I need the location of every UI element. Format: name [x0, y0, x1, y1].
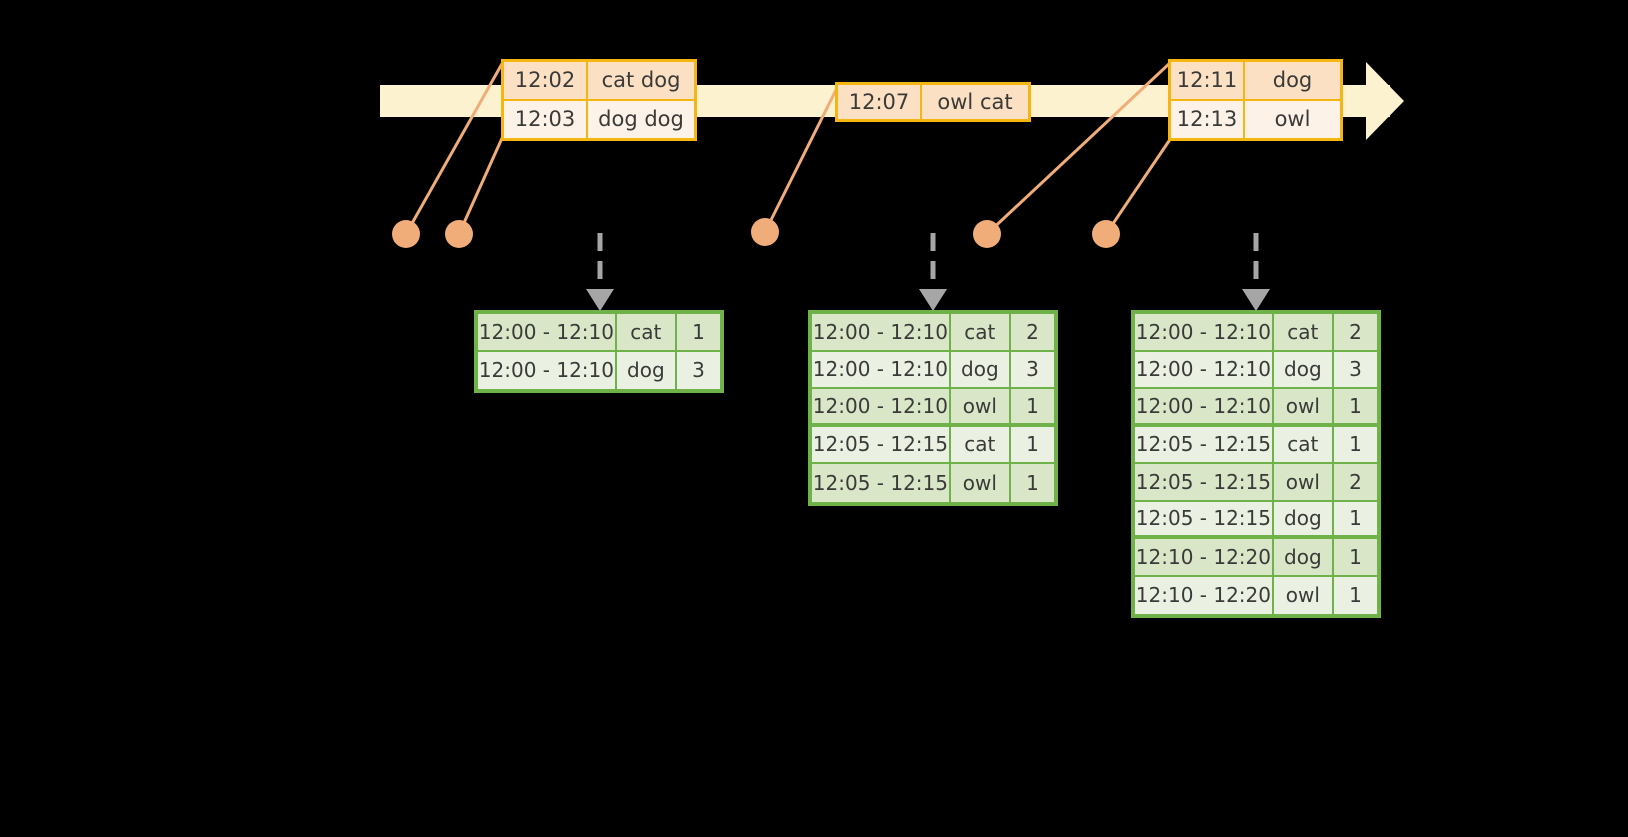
word-cell: dog — [950, 351, 1011, 389]
count-cell: 3 — [1333, 351, 1377, 389]
event-words: dog — [1245, 62, 1340, 99]
table-row[interactable]: 12:05 - 12:15 cat 1 — [812, 426, 1054, 464]
count-cell: 1 — [1010, 426, 1054, 464]
count-cell: 3 — [676, 351, 720, 389]
table-row[interactable]: 12:00 - 12:10 cat 1 — [478, 314, 720, 352]
event-words: owl cat — [922, 85, 1028, 119]
event-words: cat dog — [588, 62, 694, 99]
event-row[interactable]: 12:07 owl cat — [838, 85, 1028, 119]
window-cell: 12:00 - 12:10 — [812, 314, 951, 352]
word-cell: owl — [1273, 389, 1334, 427]
timeline-arrowhead — [1366, 62, 1404, 140]
count-cell: 1 — [1333, 539, 1377, 577]
word-cell: cat — [950, 426, 1011, 464]
table-row[interactable]: 12:10 - 12:20 owl 1 — [1135, 576, 1377, 614]
event-words: dog dog — [588, 101, 694, 138]
count-cell: 1 — [1333, 389, 1377, 427]
window-cell: 12:05 - 12:15 — [1135, 426, 1274, 464]
event-time: 12:13 — [1171, 101, 1245, 138]
result-table-3[interactable]: 12:00 - 12:10 cat 2 12:00 - 12:10 dog 3 … — [1131, 310, 1381, 618]
event-row[interactable]: 12:13 owl — [1171, 99, 1340, 138]
window-cell: 12:05 - 12:15 — [1135, 501, 1274, 539]
emit-arrowheads — [586, 289, 1270, 311]
result-table-2[interactable]: 12:00 - 12:10 cat 2 12:00 - 12:10 dog 3 … — [808, 310, 1058, 506]
event-time: 12:11 — [1171, 62, 1245, 99]
word-cell: dog — [1273, 539, 1334, 577]
table-row[interactable]: 12:00 - 12:10 owl 1 — [812, 389, 1054, 427]
window-cell: 12:05 - 12:15 — [1135, 464, 1274, 502]
event-row[interactable]: 12:03 dog dog — [504, 99, 694, 138]
window-cell: 12:10 - 12:20 — [1135, 539, 1274, 577]
count-cell: 1 — [1333, 576, 1377, 614]
table-row[interactable]: 12:05 - 12:15 dog 1 — [1135, 501, 1377, 539]
event-group-3[interactable]: 12:11 dog 12:13 owl — [1168, 59, 1343, 141]
table-row[interactable]: 12:00 - 12:10 dog 3 — [478, 351, 720, 389]
window-cell: 12:00 - 12:10 — [1135, 351, 1274, 389]
window-cell: 12:00 - 12:10 — [1135, 314, 1274, 352]
word-cell: dog — [616, 351, 677, 389]
table-row[interactable]: 12:00 - 12:10 cat 2 — [812, 314, 1054, 352]
count-cell: 1 — [1010, 389, 1054, 427]
count-cell: 1 — [1333, 426, 1377, 464]
word-cell: dog — [1273, 501, 1334, 539]
event-time: 12:02 — [504, 62, 588, 99]
window-cell: 12:00 - 12:10 — [812, 389, 951, 427]
event-row[interactable]: 12:11 dog — [1171, 62, 1340, 99]
event-words: owl — [1245, 101, 1340, 138]
event-marker-12-07 — [751, 218, 779, 246]
event-row[interactable]: 12:02 cat dog — [504, 62, 694, 99]
word-cell: cat — [1273, 426, 1334, 464]
word-cell: cat — [1273, 314, 1334, 352]
window-cell: 12:00 - 12:10 — [478, 314, 617, 352]
word-cell: owl — [1273, 464, 1334, 502]
table-row[interactable]: 12:00 - 12:10 dog 3 — [1135, 351, 1377, 389]
event-marker-12-03 — [445, 220, 473, 248]
window-cell: 12:00 - 12:10 — [812, 351, 951, 389]
emit-arrows — [597, 233, 1259, 292]
event-marker-12-02 — [392, 220, 420, 248]
table-row[interactable]: 12:05 - 12:15 cat 1 — [1135, 426, 1377, 464]
event-group-2[interactable]: 12:07 owl cat — [835, 82, 1031, 122]
count-cell: 2 — [1333, 314, 1377, 352]
window-cell: 12:00 - 12:10 — [1135, 389, 1274, 427]
table-row[interactable]: 12:05 - 12:15 owl 2 — [1135, 464, 1377, 502]
count-cell: 1 — [1333, 501, 1377, 539]
word-cell: owl — [950, 389, 1011, 427]
event-time: 12:07 — [838, 85, 922, 119]
event-marker-12-11 — [973, 220, 1001, 248]
table-row[interactable]: 12:00 - 12:10 cat 2 — [1135, 314, 1377, 352]
word-cell: cat — [950, 314, 1011, 352]
window-cell: 12:00 - 12:10 — [478, 351, 617, 389]
word-cell: owl — [950, 464, 1011, 502]
window-cell: 12:05 - 12:15 — [812, 464, 951, 502]
count-cell: 1 — [1010, 464, 1054, 502]
word-cell: cat — [616, 314, 677, 352]
word-cell: dog — [1273, 351, 1334, 389]
count-cell: 1 — [676, 314, 720, 352]
event-time: 12:03 — [504, 101, 588, 138]
table-row[interactable]: 12:05 - 12:15 owl 1 — [812, 464, 1054, 502]
table-row[interactable]: 12:00 - 12:10 dog 3 — [812, 351, 1054, 389]
word-cell: owl — [1273, 576, 1334, 614]
event-dots — [392, 218, 1120, 248]
table-row[interactable]: 12:10 - 12:20 dog 1 — [1135, 539, 1377, 577]
count-cell: 2 — [1010, 314, 1054, 352]
window-cell: 12:05 - 12:15 — [812, 426, 951, 464]
result-table-1[interactable]: 12:00 - 12:10 cat 1 12:00 - 12:10 dog 3 — [474, 310, 724, 393]
table-row[interactable]: 12:00 - 12:10 owl 1 — [1135, 389, 1377, 427]
count-cell: 3 — [1010, 351, 1054, 389]
event-group-1[interactable]: 12:02 cat dog 12:03 dog dog — [501, 59, 697, 141]
count-cell: 2 — [1333, 464, 1377, 502]
event-marker-12-13 — [1092, 220, 1120, 248]
window-cell: 12:10 - 12:20 — [1135, 576, 1274, 614]
